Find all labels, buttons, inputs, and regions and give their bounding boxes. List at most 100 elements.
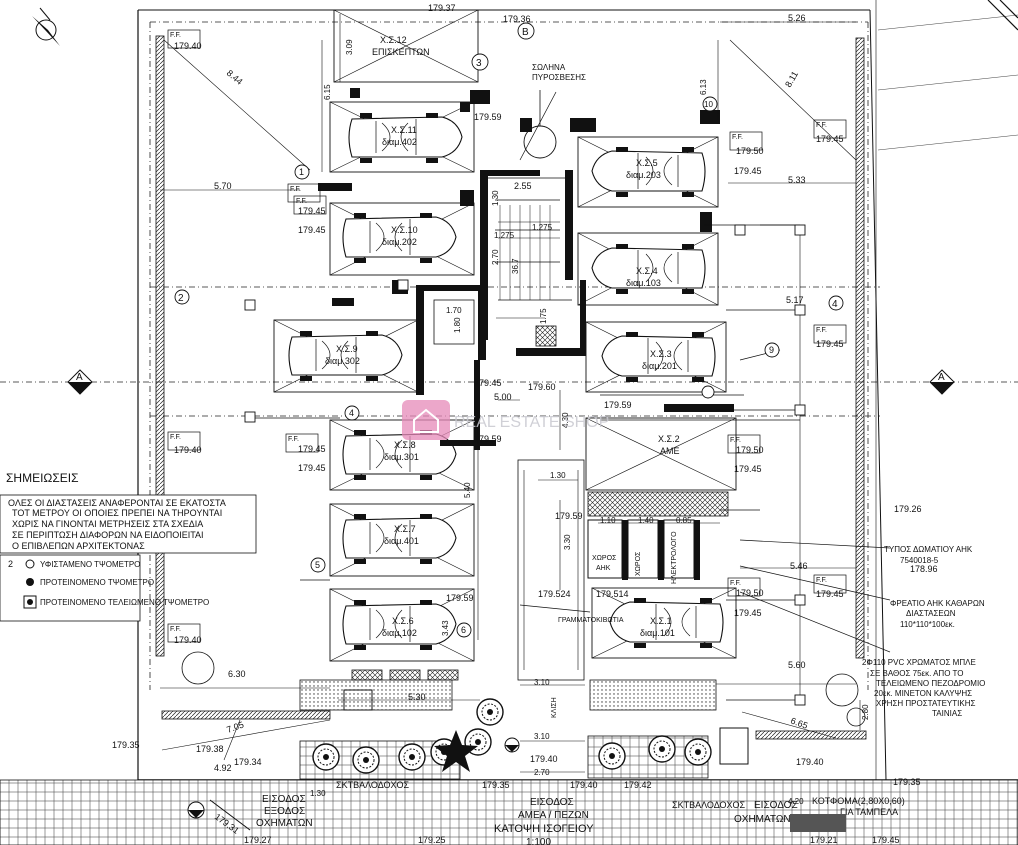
kotfoma-1: ΚΟΤΦΟΜΑ(2,80Χ0,60): [812, 796, 905, 806]
level-bottom-3: 179.21: [810, 835, 838, 845]
spot-2-sub: ΑΜΕ: [660, 446, 680, 456]
axis-4b: 4: [832, 299, 838, 310]
well-2: ΔΙΑΣΤΑΣΕΩΝ: [906, 609, 956, 618]
shrub-icon: [352, 746, 380, 774]
car-icon: [591, 147, 706, 197]
dim-811: 8.11: [783, 69, 800, 89]
pvc-1: 2Φ110 PVC ΧΡΩΜΑΤΟΣ ΜΠΛΕ: [862, 658, 976, 667]
notes-heading: ΣΗΜΕΙΩΣΕΙΣ: [6, 471, 79, 485]
pvc-4: 20εκ. ΜΙΝΕΤΟΝ ΚΑΛΥΨΗΣ: [874, 689, 972, 698]
legend-3: ΠΡΟΤΕΙΝΟΜΕΝΟ ΤΕΛΕΙΩΜΕΝΟ ΤΨΟΜΕΤΡΟ: [40, 598, 209, 607]
spot-9-code: Χ.Σ.9: [336, 344, 358, 354]
level-box-ff: F.F.: [170, 626, 181, 633]
redaction-box: [790, 814, 846, 832]
car-icon: [342, 213, 457, 263]
note-line-5: Ο ΕΠΙΒΛΕΠΩΝ ΑΡΧΙΤΕΚΤΟΝΑΣ: [12, 541, 145, 551]
level-box: F.F.: [287, 183, 321, 203]
level-box-ff: F.F.: [288, 436, 299, 443]
entry-right-1: ΕΙΣΟΔΟΣ: [754, 800, 798, 811]
well-3: 110*110*100εκ.: [900, 620, 955, 629]
level-s8a: 179.45: [298, 444, 326, 454]
spot-2-code: Χ.Σ.2: [658, 434, 680, 444]
entry-left-1: ΕΙΣΟΔΟΣ: [262, 794, 306, 805]
dim-310b: 3.10: [534, 732, 550, 741]
utility-rooms: [587, 491, 729, 580]
drawing-title: ΚΑΤΟΨΗ ΙΣΟΓΕΙΟΥ: [494, 823, 594, 835]
level-s8b: 179.45: [298, 463, 326, 473]
pipe-label-1: ΣΩΛΗΝΑ: [532, 63, 566, 72]
section-markers: A A: [67, 369, 955, 395]
level-box-ff: F.F.: [816, 577, 827, 584]
dim-310a: 3.10: [534, 678, 550, 687]
shrub-icon: [476, 698, 504, 726]
dim-130c: 1.30: [310, 789, 326, 798]
posts: [244, 224, 806, 706]
east-hatched-wall: [855, 37, 865, 659]
dim-560: 5.60: [788, 660, 806, 670]
level-box-ff: F.F.: [816, 327, 827, 334]
level-top-2: 179.36: [503, 14, 531, 24]
axis-1: 1: [299, 167, 304, 177]
west-hatched-wall: [155, 35, 165, 657]
entry-right-2: ΟΧΗΜΑΤΩΝ: [734, 814, 791, 825]
level-core-4: 179.59: [474, 434, 502, 444]
cars: [288, 113, 724, 650]
level-mail: 179.524: [538, 589, 571, 599]
level-texts: 179.37 179.36 179.40 179.59 179.45 179.5…: [112, 3, 938, 845]
drawing-scale: 1:100: [526, 837, 551, 845]
pvc-2: ΣΕ ΒΑΘΟΣ 75εκ. ΑΠΟ ΤΟ: [870, 669, 963, 678]
axis-4: 4: [349, 408, 354, 418]
bins-left: ΣΚΤΒΑΛΟΔΟΧΟΣ: [336, 780, 410, 790]
level-core: 179.45: [474, 378, 502, 388]
level-bottom-2: 179.25: [418, 835, 446, 845]
spot-3-sub: διαμ.201: [642, 361, 677, 371]
sidewalk: [0, 779, 1018, 845]
shaft-label-1: ΧΩΡΟΣ: [635, 551, 642, 576]
dim-180: 1.80: [453, 317, 462, 333]
dim-330: 3.30: [563, 534, 572, 550]
axis-10: 10: [704, 100, 713, 109]
neighbour-stripes: [877, 14, 1018, 151]
level-bottom-4: 179.45: [872, 835, 900, 845]
spot-3-code: Χ.Σ.3: [650, 349, 672, 359]
dim-517: 5.17: [786, 295, 804, 305]
level-se-2: 179.35: [893, 777, 921, 787]
axis-markers: [174, 22, 844, 638]
axis-5: 5: [315, 560, 320, 570]
level-core-3: 179.59: [604, 400, 632, 410]
car-icon: [342, 600, 457, 650]
note-line-2: ΤΟΤ ΜΕΤΡΟΥ ΟΙ ΟΠΟΙΕΣ ΠΡΕΠΕΙ ΝΑ ΤΗΡΟΥΝΤΑΙ: [12, 508, 222, 518]
car-icon: [601, 332, 716, 382]
level-sw-4: 179.34: [234, 757, 262, 767]
level-box: F.F.: [813, 574, 847, 594]
dim-430: 4.30: [561, 412, 570, 428]
car-icon: [609, 598, 724, 648]
section-a-left: A: [76, 372, 83, 383]
dim-280: 2.80: [861, 704, 870, 720]
level-far-e: 179.26: [894, 504, 922, 514]
spot-8-sub: διαμ.301: [384, 452, 419, 462]
watermark-logo: [402, 400, 450, 440]
level-box: F.F.: [727, 434, 761, 454]
entry-left-2: ΕΞΟΔΟΣ: [264, 806, 305, 817]
south-hatched-wall-right: [755, 730, 867, 740]
level-se: 179.40: [796, 757, 824, 767]
level-box-ff: F.F.: [170, 434, 181, 441]
level-ramp: 179.59: [555, 511, 583, 521]
level-s5a: 179.50: [736, 146, 764, 156]
level-box-ff: F.F.: [290, 186, 301, 193]
spot-1-sub: διαμ.101: [640, 628, 675, 638]
spot-7-code: Χ.Σ.7: [394, 524, 416, 534]
dim-492: 4.92: [214, 763, 232, 773]
spot-4-sub: διαμ.103: [626, 278, 661, 288]
car-icon: [342, 514, 457, 564]
spot-5-code: Χ.Σ.5: [636, 158, 658, 168]
dim-630: 6.30: [228, 669, 246, 679]
dimension-texts: 5.26 8.44 3.09 6.15 6.13 8.11 5.70 5.33 …: [214, 13, 870, 806]
level-box: F.F.: [285, 433, 319, 453]
shrub-icon: [684, 738, 712, 766]
spot-8-code: Χ.Σ.8: [394, 440, 416, 450]
axis-9: 9: [769, 345, 774, 355]
level-mid-2: 179.35: [482, 780, 510, 790]
